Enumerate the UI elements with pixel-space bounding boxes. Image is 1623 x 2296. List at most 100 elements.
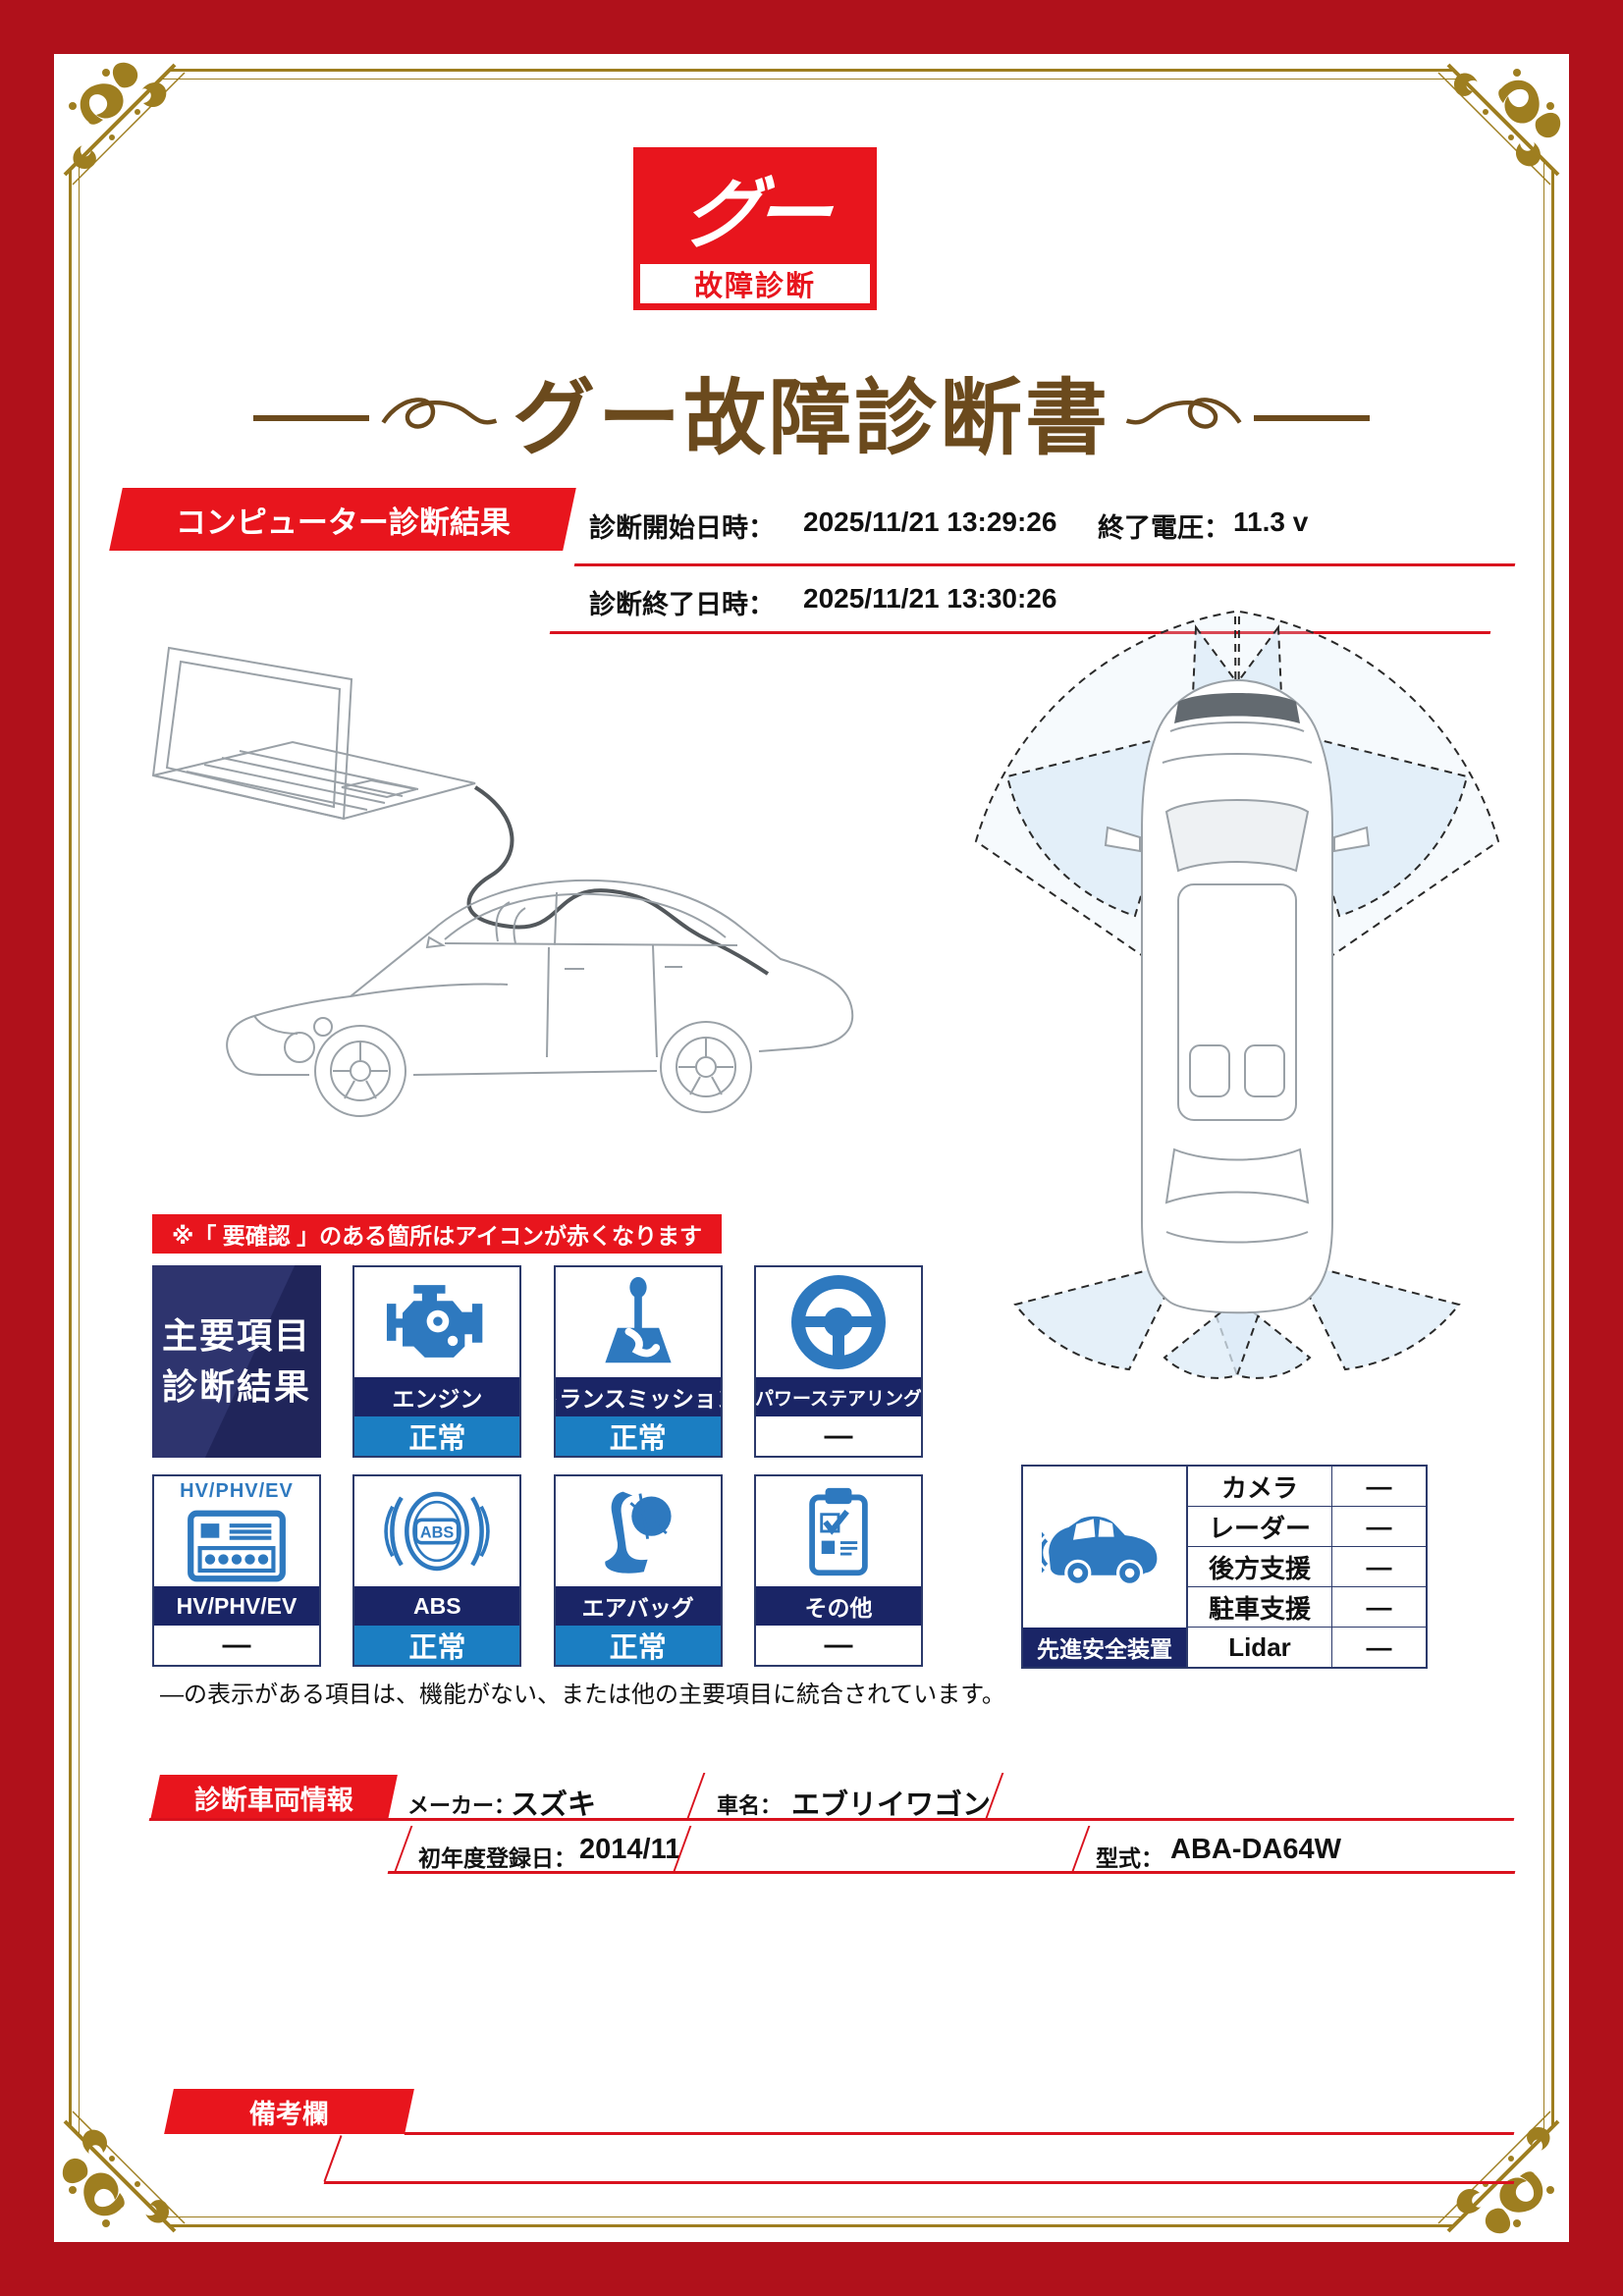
abs-icon: ABS	[354, 1476, 519, 1586]
gold-corner-ornament	[1437, 2110, 1568, 2241]
diagnosis-card-label: HV/PHV/EV	[154, 1586, 319, 1626]
safety-car-icon-cell	[1023, 1467, 1188, 1628]
hv-phv-ev-icon: HV/PHV/EV	[154, 1476, 319, 1586]
car-topview-sensor-illustration	[974, 610, 1500, 1379]
summary-panel: 主要項目 診断結果	[152, 1265, 321, 1458]
gold-frame-inner	[79, 79, 1544, 2217]
remarks-rule-2	[323, 2181, 1515, 2184]
car-name-value: エブリイワゴン	[791, 1789, 992, 1821]
diagnosis-card-transmission: トランスミッション 正常	[553, 1265, 723, 1458]
diagnosis-card-engine: エンジン 正常	[352, 1265, 522, 1458]
svg-text:ABS: ABS	[420, 1523, 454, 1541]
end-voltage-label: 終了電圧：	[1098, 513, 1230, 543]
checklist-clipboard-icon	[756, 1476, 921, 1586]
safety-row-value: —	[1366, 1631, 1392, 1662]
safety-row-label: 後方支援	[1188, 1547, 1332, 1586]
diagnosis-card-status: 正常	[555, 1626, 721, 1665]
first-registration-value: 2014/11	[579, 1834, 681, 1865]
car-sensor-icon	[1042, 1516, 1158, 1586]
remarks-banner-label: 備考欄	[249, 2099, 329, 2129]
sedan-wireframe	[226, 879, 854, 1117]
diagnosis-card-other: その他 —	[753, 1474, 923, 1667]
dash-explanation-note: —の表示がある項目は、機能がない、または他の主要項目に統合されています。	[160, 1682, 1005, 1708]
summary-panel-line2: 診断結果	[161, 1366, 311, 1407]
goo-logo: グー 故障診断	[633, 147, 877, 310]
title-flourish-right	[1125, 398, 1242, 429]
table-row: レーダー —	[1188, 1507, 1426, 1547]
title-line-left	[252, 415, 369, 421]
diagnosis-grid-row-2: HV/PHV/EV HV/PHV/EV —	[152, 1474, 923, 1667]
gold-corner-ornament	[1437, 55, 1568, 186]
table-row: 後方支援 —	[1188, 1547, 1426, 1587]
safety-row-value: —	[1366, 1470, 1392, 1501]
obd-cable-sketch	[466, 785, 770, 976]
diagnosis-end-label: 診断終了日時：	[589, 590, 775, 619]
diagnosis-card-abs: ABS ABS 正常	[352, 1474, 522, 1667]
page-title: グー故障診断書	[512, 372, 1110, 464]
safety-row-label: 駐車支援	[1188, 1587, 1332, 1627]
table-row: カメラ —	[1188, 1467, 1426, 1507]
diagnosis-card-status: —	[755, 1416, 921, 1456]
diagnosis-card-airbag: エアバッグ 正常	[553, 1474, 723, 1667]
safety-row-label: カメラ	[1188, 1467, 1332, 1506]
diagnosis-card-label: エアバッグ	[555, 1586, 721, 1626]
end-voltage-value: 11.3 v	[1233, 507, 1309, 537]
table-row: 駐車支援 —	[1188, 1587, 1426, 1628]
summary-panel-line1: 主要項目	[161, 1314, 311, 1356]
diagnosis-card-label: トランスミッション	[555, 1377, 721, 1416]
diagnosis-start-value: 2025/11/21 13:29:26	[803, 507, 1057, 537]
gold-corner-ornament	[55, 2110, 186, 2241]
diagnosis-card-label: エンジン	[354, 1377, 520, 1416]
table-row: Lidar —	[1188, 1628, 1426, 1667]
first-registration-label: 初年度登録日：	[418, 1845, 576, 1871]
safety-device-rows: カメラ — レーダー — 後方支援 — 駐車支援 — Lidar —	[1188, 1467, 1426, 1667]
diagnosis-card-label: その他	[755, 1586, 921, 1626]
engine-icon	[354, 1267, 519, 1377]
diagnosis-card-hv: HV/PHV/EV HV/PHV/EV —	[152, 1474, 321, 1667]
title-row: グー故障診断書	[0, 365, 1623, 471]
title-flourish-left	[381, 398, 498, 429]
computer-diagnosis-banner-label: コンピューター診断結果	[175, 505, 511, 540]
safety-row-label: Lidar	[1188, 1628, 1332, 1667]
car-name-label: 車名：	[717, 1793, 783, 1818]
diagnosis-start-label: 診断開始日時：	[589, 513, 775, 543]
diagnosis-card-status: 正常	[555, 1416, 721, 1456]
gold-frame-outer	[69, 69, 1554, 2227]
vehicle-rule-1	[148, 1818, 1515, 1821]
maker-label: メーカー：	[407, 1793, 516, 1818]
computer-diagnosis-banner: コンピューター診断結果	[109, 488, 576, 551]
diagnosis-card-power-steering: パワーステアリング —	[753, 1265, 923, 1458]
safety-row-value: —	[1366, 1591, 1392, 1622]
safety-row-label: レーダー	[1188, 1507, 1332, 1546]
airbag-icon	[556, 1476, 721, 1586]
safety-row-value: —	[1366, 1551, 1392, 1581]
diagnosis-card-status: —	[755, 1626, 921, 1665]
diagnosis-rule-1	[573, 563, 1516, 566]
goo-logo-text: グー	[678, 171, 830, 257]
transmission-icon	[556, 1267, 721, 1377]
hv-icon-caption: HV/PHV/EV	[180, 1479, 294, 1502]
diagnosis-card-status: 正常	[354, 1416, 520, 1456]
model-code-value: ABA-DA64W	[1170, 1834, 1341, 1865]
vehicle-info-banner: 診断車両情報	[150, 1775, 398, 1820]
diagnosis-end-value: 2025/11/21 13:30:26	[803, 583, 1057, 614]
diagnosis-card-status: —	[154, 1626, 319, 1665]
model-code-label: 型式：	[1096, 1845, 1163, 1871]
maker-value: スズキ	[511, 1789, 597, 1821]
alert-note-strip: ※「 要確認 」のある箇所はアイコンが赤くなります	[152, 1214, 722, 1254]
title-line-right	[1254, 415, 1370, 421]
remarks-banner: 備考欄	[164, 2089, 414, 2134]
vehicle-info-banner-label: 診断車両情報	[194, 1785, 353, 1815]
safety-row-value: —	[1366, 1511, 1392, 1541]
diagnosis-grid-row-1: 主要項目 診断結果 エンジン 正常	[152, 1265, 923, 1458]
gold-corner-ornament	[55, 55, 186, 186]
diagnosis-card-status: 正常	[354, 1626, 520, 1665]
goo-logo-subtitle: 故障診断	[640, 264, 870, 303]
steering-wheel-icon	[756, 1267, 921, 1377]
safety-device-caption: 先進安全装置	[1023, 1628, 1188, 1667]
vehicle-rule-2	[387, 1871, 1516, 1874]
diagnosis-card-label: ABS	[354, 1586, 520, 1626]
diagnosis-card-label: パワーステアリング	[755, 1377, 921, 1416]
